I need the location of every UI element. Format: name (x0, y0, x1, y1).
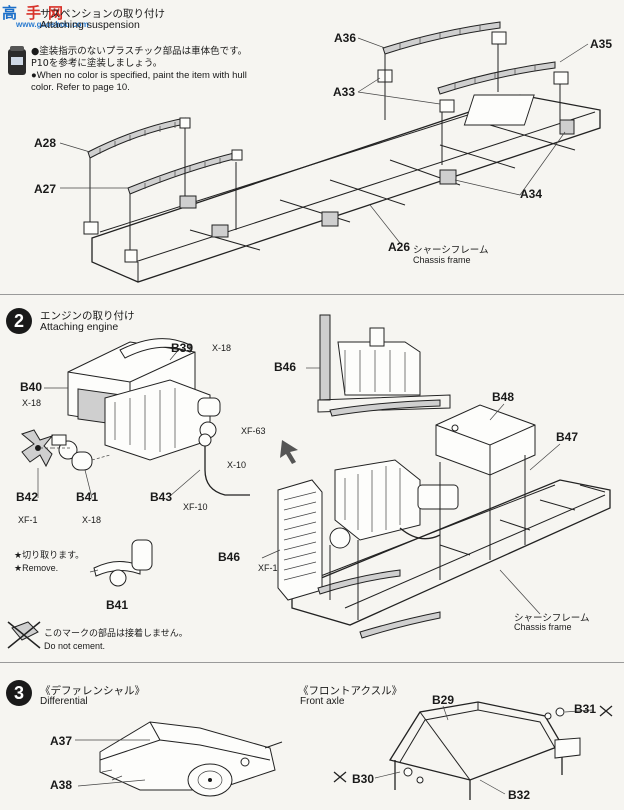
part-label: B41 (106, 598, 129, 612)
part-label: A28 (34, 136, 57, 150)
step1-note: ●塗装指示のないプラスチック部品は車体色です。 P10を参考に塗装しましょう。 … (31, 46, 247, 94)
front-axle-title-en: Front axle (300, 696, 345, 707)
remove-note-en: ★Remove. (14, 563, 59, 573)
no-cement-note-en: Do not cement. (44, 641, 106, 651)
watermark: 高 手 网 www.gaoshou.com (2, 2, 92, 36)
part-label: B43 (150, 490, 173, 504)
section-divider (0, 294, 624, 295)
step2-title-jp: エンジンの取り付け (40, 310, 135, 322)
watermark-char: 手 (26, 5, 42, 22)
paint-can-icon (6, 45, 28, 77)
part-label: B40 (20, 380, 43, 394)
part-label: B32 (508, 788, 531, 802)
part-label: A35 (590, 37, 613, 51)
differential-title-jp: 《デファレンシャル》 (40, 685, 145, 697)
paint-code: X-18 (22, 398, 42, 408)
part-label: B46 (218, 550, 241, 564)
step1-title-en: Attaching suspension (40, 19, 140, 31)
part-label: B39 (171, 341, 194, 355)
watermark-char: 网 (48, 5, 64, 22)
paint-code: XF-1 (258, 563, 278, 573)
part-label: B48 (492, 390, 515, 404)
paint-code: XF-63 (241, 426, 266, 436)
step1-note-en-1: ●When no color is specified, paint the i… (31, 70, 247, 81)
no-cement-note-jp: このマークの部品は接着しません。 (44, 629, 188, 639)
step1-title-jp: サスペンションの取り付け (40, 8, 166, 20)
no-cement-note: このマークの部品は接着しません。 Do not cement. (44, 628, 188, 652)
part-label: A33 (333, 85, 356, 99)
front-axle-title-jp: 《フロントアクスル》 (298, 685, 403, 697)
remove-note: ★切り取ります。 ★Remove. (14, 550, 84, 574)
step-number-badge: 3 (6, 680, 32, 706)
chassis-frame-label-en: Chassis frame (514, 622, 572, 632)
remove-note-jp: ★切り取ります。 (14, 551, 85, 561)
paint-code: X-18 (212, 343, 232, 353)
chassis-frame-label-jp: シャーシフレーム (514, 613, 590, 624)
watermark-url: www.gaoshou.com (16, 20, 89, 29)
step1-diagram (59, 21, 601, 283)
paint-code: X-10 (227, 460, 247, 470)
section-divider (0, 662, 624, 663)
paint-code: X-18 (82, 515, 102, 525)
part-label: A26 (388, 240, 411, 254)
part-label: A27 (34, 182, 57, 196)
step2-title-en: Attaching engine (40, 321, 119, 333)
step1-note-jp-2: P10を参考に塗装しましょう。 (31, 58, 163, 69)
paint-code: XF-1 (18, 515, 38, 525)
part-label: A36 (334, 31, 357, 45)
no-cement-icon (7, 621, 41, 649)
step2-diagram (7, 314, 611, 649)
part-label: A37 (50, 734, 73, 748)
part-label: B42 (16, 490, 39, 504)
paint-code: XF-10 (183, 502, 208, 512)
part-label: B46 (274, 360, 297, 374)
chassis-frame-label-jp: シャーシフレーム (413, 245, 489, 256)
part-label: B31 (574, 702, 597, 716)
part-label: A38 (50, 778, 73, 792)
part-label: B47 (556, 430, 579, 444)
differential-title-en: Differential (40, 696, 88, 707)
step1-note-jp-1: ●塗装指示のないプラスチック部品は車体色です。 (31, 46, 248, 57)
part-label: A34 (520, 187, 543, 201)
part-label: B29 (432, 693, 455, 707)
part-label: B30 (352, 772, 375, 786)
chassis-frame-label-en: Chassis frame (413, 255, 471, 265)
step-number-badge: 2 (6, 308, 32, 334)
step1-note-en-2: color. Refer to page 10. (31, 82, 130, 93)
watermark-char: 高 (2, 5, 18, 22)
part-label: B41 (76, 490, 99, 504)
